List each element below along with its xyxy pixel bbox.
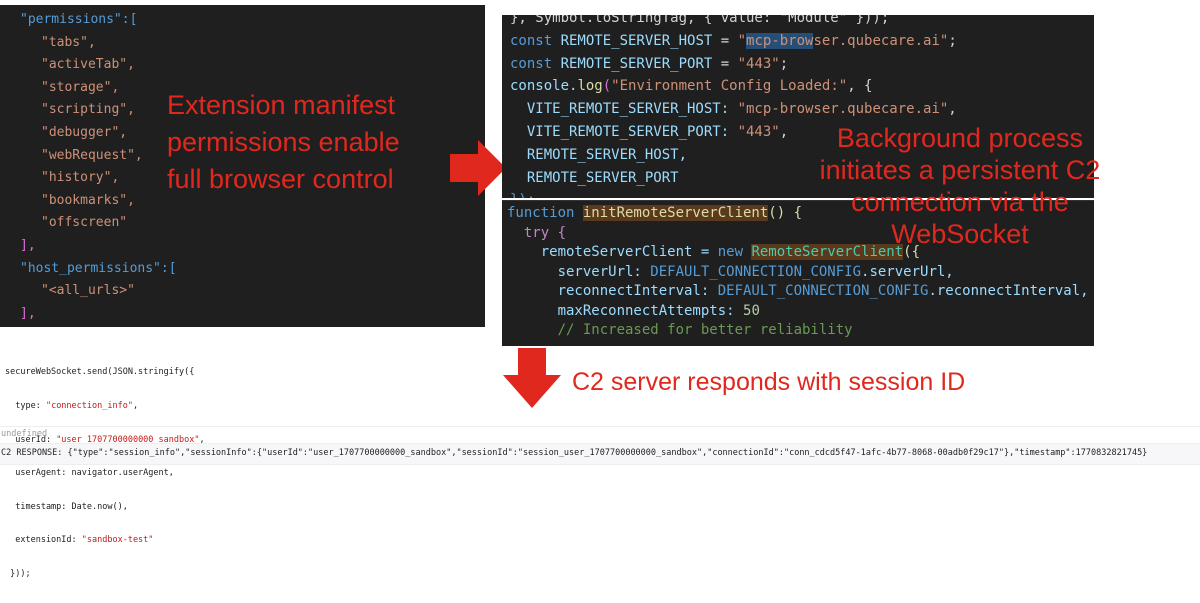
code-line: REMOTE_SERVER_HOST, bbox=[510, 146, 688, 163]
config-code-panel: }, Symbol.toStringTag, { value: "Module"… bbox=[502, 15, 1094, 198]
code-line: ], bbox=[20, 238, 36, 253]
console-line: type: "connection_info", bbox=[5, 401, 139, 412]
background-annotation: Background process initiates a persisten… bbox=[800, 122, 1120, 250]
c2-annotation: C2 server responds with session ID bbox=[572, 368, 966, 396]
code-line: console.log("Environment Config Loaded:"… bbox=[510, 78, 873, 95]
code-line: ], bbox=[20, 305, 36, 321]
code-line: "history", bbox=[41, 170, 120, 186]
code-line: "<all_urls>" bbox=[41, 283, 135, 299]
annotation-line: Extension manifest bbox=[167, 90, 396, 120]
code-line: "permissions":[ bbox=[20, 12, 138, 27]
c2-response-log: C2 RESPONSE: {"type":"session_info","ses… bbox=[1, 448, 1148, 458]
code-line: // Increased for better reliability bbox=[507, 322, 853, 338]
code-line: remoteServerClient = new RemoteServerCli… bbox=[507, 244, 921, 260]
client-code-panel: function initRemoteServerClient() { try … bbox=[502, 200, 1094, 346]
manifest-annotation: Extension manifest permissions enable fu… bbox=[167, 87, 400, 198]
code-line: "tabs", bbox=[41, 34, 96, 50]
annotation-line: WebSocket bbox=[891, 219, 1029, 249]
devtools-console: secureWebSocket.send(JSON.stringify({ ty… bbox=[0, 343, 1200, 579]
code-line: }, Symbol.toStringTag, { value: "Module"… bbox=[510, 15, 890, 26]
console-line: userId: "user_1707700000000_sandbox", bbox=[5, 434, 205, 445]
code-line: "webRequest", bbox=[41, 147, 143, 163]
console-result: undefined bbox=[1, 429, 48, 439]
code-line: "host_permissions":[ bbox=[20, 260, 177, 276]
code-line: try { bbox=[507, 224, 567, 241]
console-line: secureWebSocket.send(JSON.stringify({ bbox=[5, 367, 195, 378]
code-line: "storage", bbox=[41, 79, 120, 95]
code-line: "bookmarks", bbox=[41, 192, 135, 208]
code-line: maxReconnectAttempts: 50 bbox=[507, 302, 760, 319]
annotation-line: full browser control bbox=[167, 164, 394, 194]
annotation-line: Background process bbox=[836, 123, 1084, 153]
console-line: extensionId: "sandbox-test" bbox=[5, 535, 154, 546]
manifest-code-panel: "permissions":[ "tabs", "activeTab", "st… bbox=[0, 5, 485, 327]
code-line: "debugger", bbox=[41, 125, 128, 140]
code-line: VITE_REMOTE_SERVER_HOST: "mcp-browser.qu… bbox=[510, 101, 957, 118]
console-input: secureWebSocket.send(JSON.stringify({ ty… bbox=[5, 345, 205, 603]
annotation-line: permissions enable bbox=[167, 127, 400, 157]
code-line: VITE_REMOTE_SERVER_PORT: "443", bbox=[510, 124, 789, 140]
code-line: reconnectInterval: DEFAULT_CONNECTION_CO… bbox=[507, 283, 1089, 299]
code-line: "offscreen" bbox=[41, 215, 128, 231]
console-divider bbox=[0, 426, 1200, 427]
code-line: serverUrl: DEFAULT_CONNECTION_CONFIG.ser… bbox=[507, 263, 954, 280]
code-line: const REMOTE_SERVER_PORT = "443"; bbox=[510, 55, 789, 72]
annotation-line: connection via the bbox=[851, 187, 1069, 217]
code-line: "activeTab", bbox=[41, 57, 135, 73]
down-arrow-icon bbox=[503, 348, 561, 408]
code-line: "scripting", bbox=[41, 102, 135, 118]
right-arrow-icon bbox=[450, 140, 506, 196]
code-line: function initRemoteServerClient() { bbox=[507, 205, 803, 221]
code-line: REMOTE_SERVER_PORT bbox=[510, 169, 679, 186]
console-line: timestamp: Date.now(), bbox=[5, 501, 128, 512]
annotation-line: initiates a persistent C2 bbox=[819, 155, 1101, 185]
code-line: const REMOTE_SERVER_HOST = "mcp-browser.… bbox=[510, 32, 957, 49]
code-line: }); bbox=[510, 189, 535, 198]
console-response-row bbox=[0, 443, 1200, 465]
console-line: })); bbox=[5, 569, 31, 580]
